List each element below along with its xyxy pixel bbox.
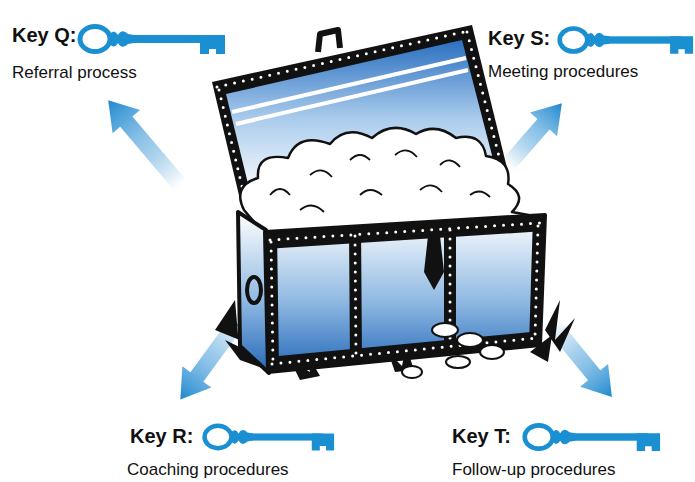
key-icon [525,425,660,451]
key-name: Key T: [452,425,511,448]
pointer-arrow [494,91,575,176]
coins [402,323,504,378]
chest-band [268,331,541,372]
coins [432,323,458,337]
lid-hasp [318,30,340,52]
key-description: Follow-up procedures [452,460,615,480]
key-description: Referral process [12,63,137,83]
key-icon [205,426,335,451]
key-icon [560,29,693,54]
side-handle [247,277,261,303]
coins [446,356,470,368]
pointer-arrow [94,89,193,197]
lock-hasp [424,236,444,290]
key-name: Key Q: [12,24,76,47]
chest-rivets [270,223,540,364]
coins [457,333,483,347]
key-name: Key S: [488,27,550,50]
lid-stripes [232,58,468,124]
coins [402,366,422,378]
key-description: Coaching procedures [127,460,289,480]
key-description: Meeting procedures [488,62,638,82]
chest-front [265,215,545,372]
key-name: Key R: [130,425,193,448]
coins [480,345,504,359]
key-icon [80,27,225,55]
pointer-arrows [94,89,625,410]
treasure-curls [270,150,490,212]
key-icons [80,27,693,452]
